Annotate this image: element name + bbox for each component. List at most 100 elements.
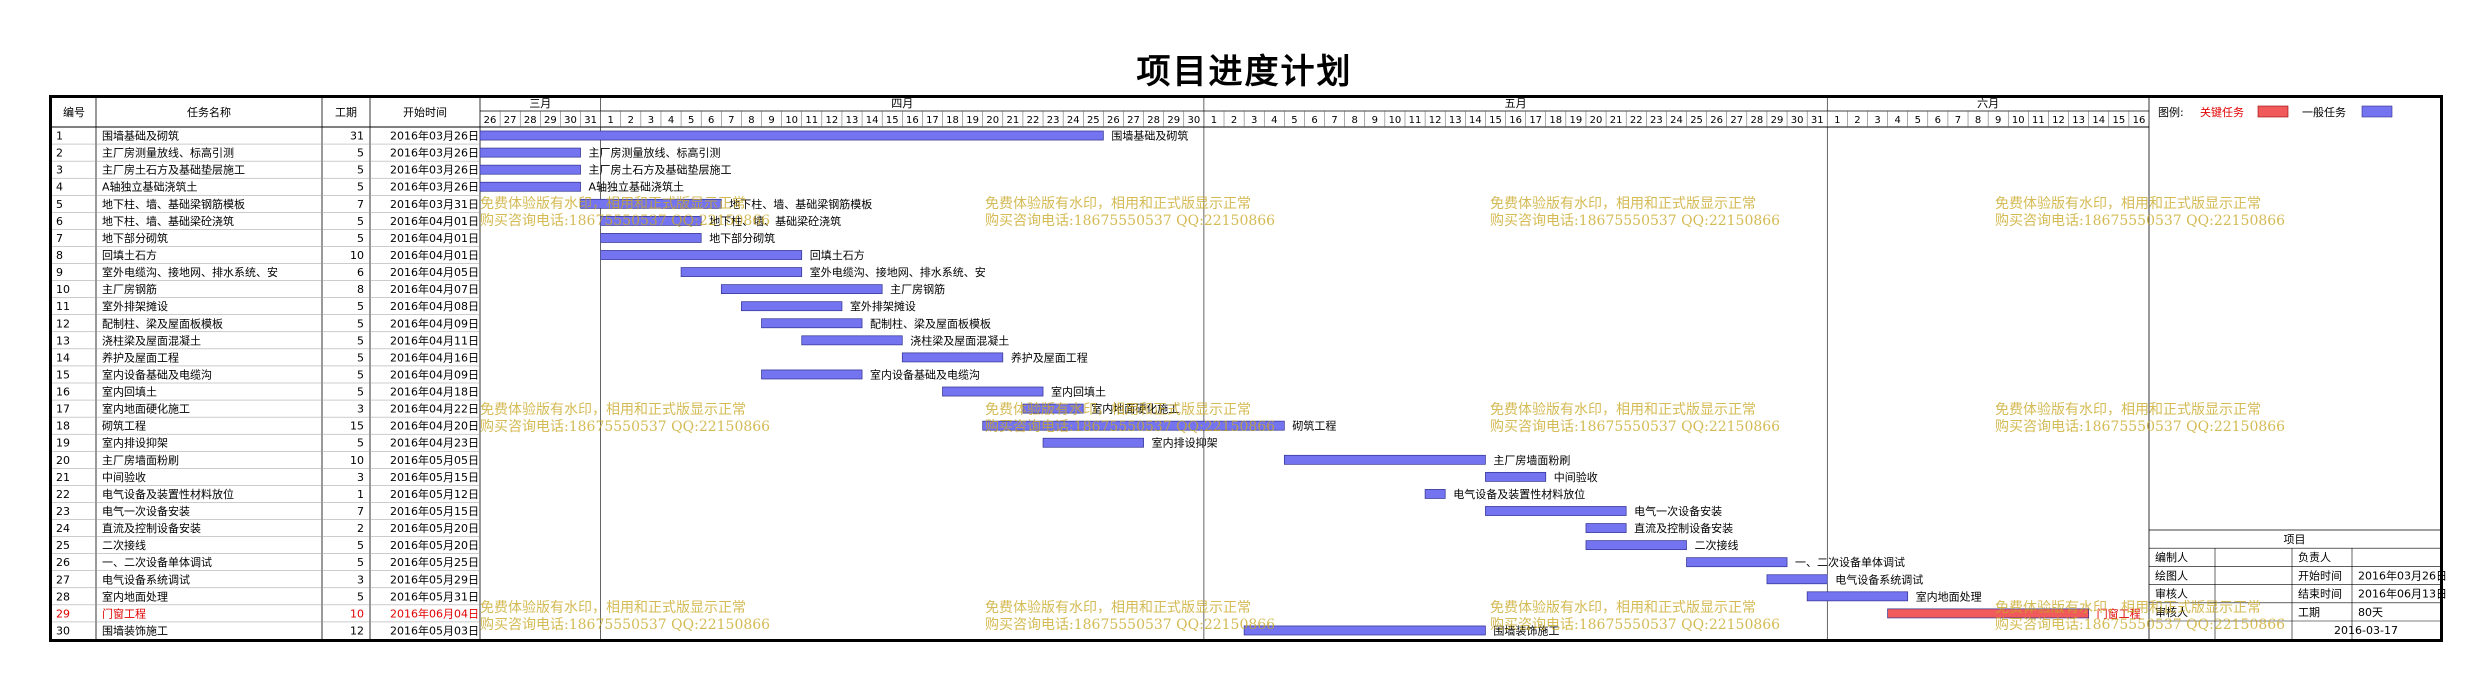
task-id: 2 — [56, 147, 63, 160]
task-start: 2016年05月25日 — [390, 555, 479, 569]
task-bar-label: 回填土石方 — [810, 248, 865, 262]
task-name: 围墙基础及砌筑 — [102, 129, 179, 143]
task-start: 2016年04月08日 — [390, 299, 479, 313]
task-start: 2016年04月01日 — [390, 248, 479, 262]
day-label: 7 — [728, 115, 734, 126]
task-duration: 10 — [350, 249, 364, 262]
task-start: 2016年05月12日 — [390, 487, 479, 501]
task-id: 12 — [56, 317, 70, 330]
task-start: 2016年04月07日 — [390, 282, 479, 296]
legend-critical-swatch — [2257, 105, 2289, 118]
day-label: 1 — [1211, 115, 1217, 126]
header-no: 编号 — [63, 105, 85, 119]
task-id: 3 — [56, 164, 63, 177]
task-duration: 1 — [357, 488, 364, 501]
task-duration: 5 — [357, 590, 364, 603]
watermark-line2: 购买咨询电话:18675550537 QQ:22150866 — [1995, 419, 2285, 435]
watermark-line2: 购买咨询电话:18675550537 QQ:22150866 — [480, 213, 770, 229]
watermark-line2: 购买咨询电话:18675550537 QQ:22150866 — [985, 419, 1275, 435]
task-start: 2016年03月26日 — [390, 180, 479, 194]
task-bar-label: 围墙装饰施工 — [1493, 623, 1559, 637]
task-id: 6 — [56, 215, 63, 228]
day-label: 9 — [768, 115, 774, 126]
task-duration: 5 — [357, 386, 364, 399]
watermark-line2: 购买咨询电话:18675550537 QQ:22150866 — [985, 213, 1275, 229]
watermark-line1: 免费体验版有水印，相用和正式版显示正常 — [1490, 600, 1756, 616]
task-id: 22 — [56, 488, 70, 501]
task-name: 室外电缆沟、接地网、排水系统、安 — [102, 265, 278, 279]
task-start: 2016年05月29日 — [390, 572, 479, 586]
task-id: 30 — [56, 624, 70, 637]
info-cell: 2016年06月13日 — [2358, 587, 2447, 601]
task-id: 10 — [56, 283, 70, 296]
info-cell: 结束时间 — [2298, 588, 2342, 601]
task-bar — [741, 301, 843, 312]
task-id: 16 — [56, 386, 70, 399]
task-bar — [982, 420, 1285, 431]
task-name: 室内设备基础及电缆沟 — [102, 367, 212, 381]
day-label: 26 — [1107, 115, 1120, 126]
task-bar-label: 室内设备基础及电缆沟 — [870, 367, 980, 381]
task-bar — [761, 318, 863, 329]
info-cell: 80天 — [2358, 606, 2383, 619]
day-label: 6 — [1935, 115, 1941, 126]
watermark-line2: 购买咨询电话:18675550537 QQ:22150866 — [985, 617, 1275, 633]
info-cell: 工期 — [2298, 606, 2320, 619]
task-bar-label: 室外电缆沟、接地网、排水系统、安 — [810, 265, 986, 279]
task-duration: 12 — [350, 624, 364, 637]
task-duration: 3 — [357, 471, 364, 484]
task-start: 2016年04月11日 — [390, 333, 479, 347]
task-name: 养护及屋面工程 — [102, 350, 179, 364]
task-bar-label: 直流及控制设备安装 — [1634, 521, 1733, 535]
task-bar-label: 室内地面硬化施工 — [1091, 402, 1179, 416]
task-name: 二次接线 — [102, 538, 146, 552]
task-duration: 5 — [357, 181, 364, 194]
task-name: 室外排架摊设 — [102, 299, 168, 313]
day-label: 3 — [1251, 115, 1257, 126]
task-start: 2016年03月26日 — [390, 146, 479, 160]
task-start: 2016年04月20日 — [390, 419, 479, 433]
day-label: 21 — [1610, 115, 1623, 126]
task-name: 回填土石方 — [102, 248, 157, 262]
task-duration: 10 — [350, 454, 364, 467]
task-bar-label: 电气设备及装置性材料放位 — [1453, 487, 1585, 501]
info-cell: 开始时间 — [2298, 568, 2342, 582]
watermark-line1: 免费体验版有水印，相用和正式版显示正常 — [1995, 402, 2261, 418]
task-bar-label: 配制柱、梁及屋面板模板 — [870, 316, 991, 330]
day-label: 2 — [1231, 115, 1237, 126]
task-start: 2016年03月31日 — [390, 197, 479, 211]
task-start: 2016年05月15日 — [390, 470, 479, 484]
task-start: 2016年04月09日 — [390, 367, 479, 381]
day-label: 24 — [1670, 115, 1683, 126]
task-start: 2016年04月16日 — [390, 350, 479, 364]
legend-label: 图例: — [2158, 105, 2184, 119]
task-bar — [479, 164, 581, 175]
task-id: 15 — [56, 368, 70, 381]
task-bar — [600, 250, 803, 260]
watermark-line1: 免费体验版有水印，相用和正式版显示正常 — [985, 402, 1251, 418]
task-start: 2016年03月26日 — [390, 163, 479, 177]
watermark-line2: 购买咨询电话:18675550537 QQ:22150866 — [480, 617, 770, 633]
task-bar — [1887, 608, 2090, 619]
task-start: 2016年05月20日 — [390, 538, 479, 552]
task-duration: 31 — [350, 130, 364, 143]
task-duration: 15 — [350, 420, 364, 433]
day-label: 9 — [1995, 115, 2001, 126]
day-label: 1 — [1834, 115, 1840, 126]
task-bar — [720, 284, 883, 295]
task-bar — [580, 198, 722, 209]
info-cell: 2016-03-17 — [2334, 624, 2398, 637]
day-label: 21 — [1007, 115, 1020, 126]
task-duration: 8 — [357, 283, 364, 296]
legend-normal-swatch — [2361, 105, 2393, 118]
task-bar — [1585, 523, 1627, 533]
task-start: 2016年04月01日 — [390, 214, 479, 228]
task-id: 7 — [56, 232, 63, 245]
task-id: 1 — [56, 130, 63, 143]
task-bar-label: 电气设备系统调试 — [1835, 572, 1923, 586]
task-name: 地下部分砌筑 — [102, 231, 168, 245]
task-bar — [1766, 574, 1828, 585]
task-start: 2016年04月01日 — [390, 231, 479, 245]
task-bar-label: 一、二次设备单体调试 — [1795, 555, 1905, 569]
task-bar — [801, 335, 903, 346]
